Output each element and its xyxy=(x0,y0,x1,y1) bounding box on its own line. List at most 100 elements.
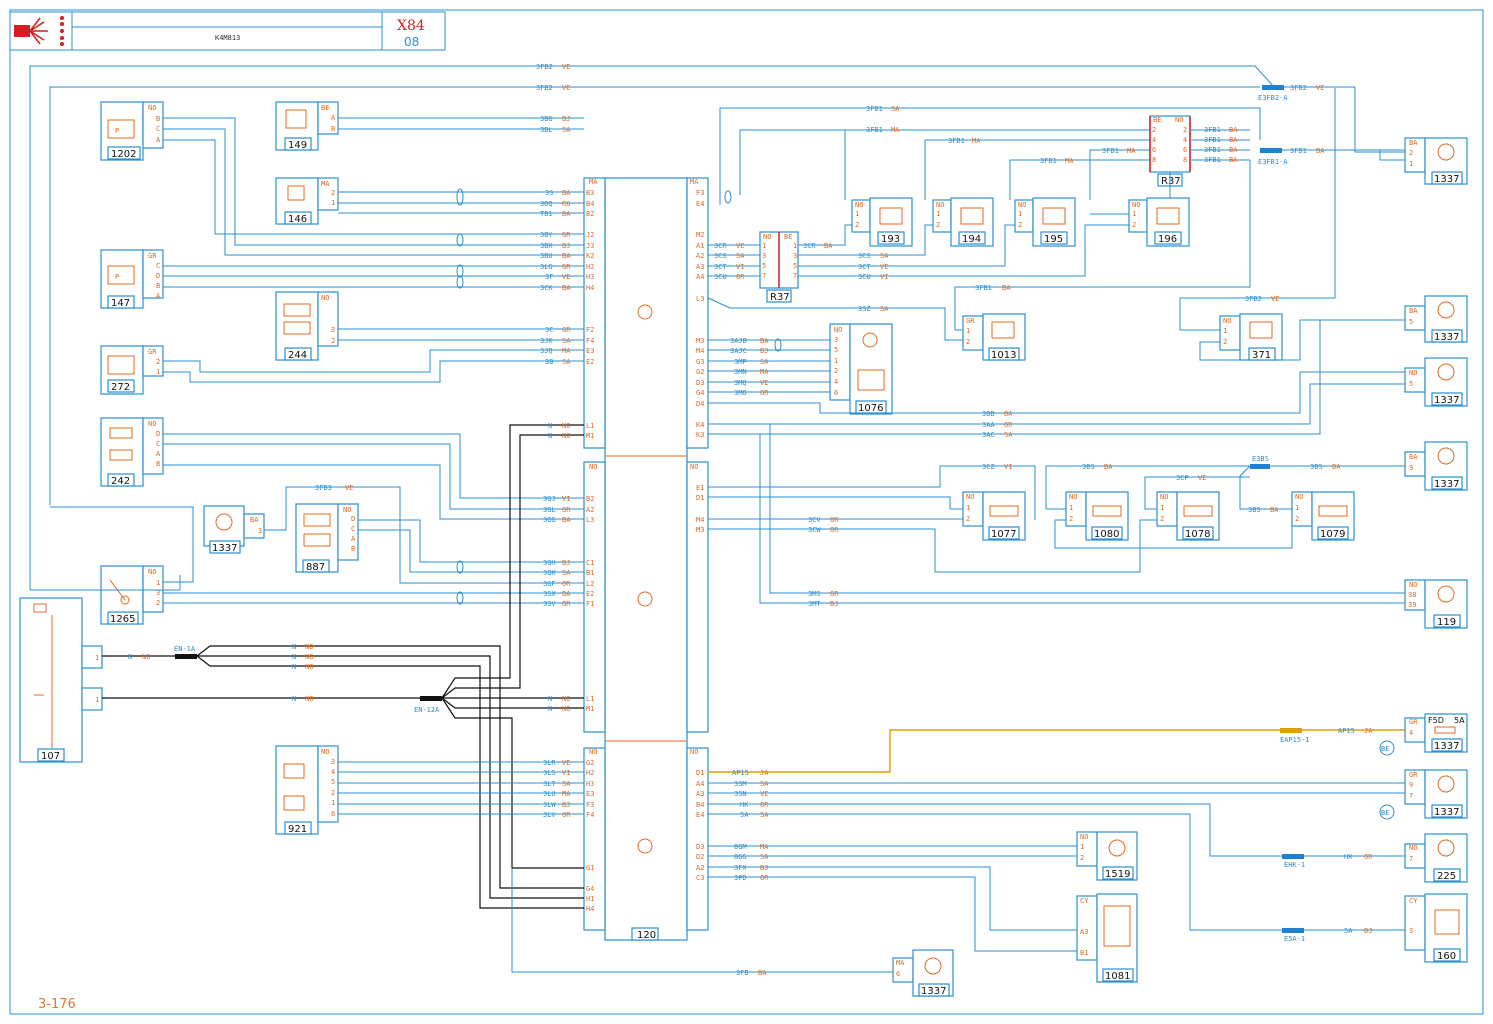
svg-text:BJ: BJ xyxy=(760,347,768,355)
svg-text:1: 1 xyxy=(966,504,970,512)
svg-text:N: N xyxy=(292,695,296,703)
svg-text:D: D xyxy=(351,515,355,523)
svg-text:D2: D2 xyxy=(696,853,704,861)
svg-text:NO: NO xyxy=(1295,493,1303,501)
svg-text:3BS: 3BS xyxy=(1082,463,1095,471)
svg-text:E1: E1 xyxy=(696,484,704,492)
svg-text:2: 2 xyxy=(331,337,335,345)
page-frame xyxy=(9,9,1484,1015)
svg-text:BA: BA xyxy=(250,516,259,524)
svg-text:1: 1 xyxy=(156,368,160,376)
svg-text:F5D: F5D xyxy=(1428,716,1444,725)
svg-text:B4: B4 xyxy=(586,200,594,208)
svg-text:B4: B4 xyxy=(696,801,704,809)
svg-text:BA: BA xyxy=(1332,463,1341,471)
svg-text:3FB1: 3FB1 xyxy=(975,284,992,292)
svg-text:OR: OR xyxy=(830,516,839,524)
svg-text:G2: G2 xyxy=(586,759,594,767)
svg-text:1080: 1080 xyxy=(1094,529,1119,540)
svg-text:SA: SA xyxy=(736,252,745,260)
svg-text:VE: VE xyxy=(880,263,888,271)
svg-text:1076: 1076 xyxy=(858,403,883,414)
svg-text:BA: BA xyxy=(1002,284,1011,292)
svg-text:N: N xyxy=(548,432,552,440)
svg-text:H3: H3 xyxy=(586,780,594,788)
svg-text:VE: VE xyxy=(760,379,768,387)
svg-text:C: C xyxy=(156,262,160,270)
svg-text:GR: GR xyxy=(966,317,975,325)
svg-text:BA: BA xyxy=(1316,147,1325,155)
svg-text:6: 6 xyxy=(896,970,900,978)
svg-text:2: 2 xyxy=(1183,126,1187,134)
svg-text:3SM: 3SM xyxy=(734,780,747,788)
svg-text:2: 2 xyxy=(1132,221,1136,229)
svg-text:A2: A2 xyxy=(586,506,594,514)
svg-text:2: 2 xyxy=(1152,126,1156,134)
svg-text:BE: BE xyxy=(1381,745,1389,753)
svg-text:3FB: 3FB xyxy=(736,969,749,977)
svg-text:TB1: TB1 xyxy=(540,210,553,218)
svg-text:MA: MA xyxy=(760,843,769,851)
svg-text:BA: BA xyxy=(1409,307,1418,315)
svg-text:E4: E4 xyxy=(696,811,704,819)
svg-text:1: 1 xyxy=(95,696,99,704)
svg-text:1: 1 xyxy=(855,210,859,218)
svg-text:1202: 1202 xyxy=(111,149,136,160)
svg-text:6: 6 xyxy=(1183,146,1187,154)
svg-text:3JK: 3JK xyxy=(540,337,553,345)
svg-text:OR: OR xyxy=(562,580,571,588)
svg-text:MA: MA xyxy=(891,126,900,134)
svg-text:N: N xyxy=(292,653,296,661)
svg-text:BA: BA xyxy=(1270,506,1279,514)
svg-text:3CU: 3CU xyxy=(714,273,727,281)
svg-text:BJ: BJ xyxy=(562,242,570,250)
svg-text:G4: G4 xyxy=(696,389,704,397)
svg-text:NO: NO xyxy=(690,463,698,471)
svg-text:3FB2: 3FB2 xyxy=(536,84,553,92)
svg-text:5A: 5A xyxy=(1454,716,1465,725)
svg-text:3FB1: 3FB1 xyxy=(948,137,965,145)
svg-text:3: 3 xyxy=(258,527,262,535)
svg-text:R37: R37 xyxy=(1161,176,1181,187)
svg-text:3LG: 3LG xyxy=(540,263,553,271)
svg-text:HK: HK xyxy=(1344,853,1353,861)
svg-text:1078: 1078 xyxy=(1185,529,1210,540)
svg-text:MA: MA xyxy=(562,790,571,798)
svg-text:2: 2 xyxy=(834,367,838,375)
svg-text:195: 195 xyxy=(1044,234,1063,245)
svg-text:3: 3 xyxy=(762,252,766,260)
svg-text:NO: NO xyxy=(562,705,570,713)
svg-text:2: 2 xyxy=(1223,338,1227,346)
svg-text:NG: NG xyxy=(305,653,313,661)
svg-text:1: 1 xyxy=(1132,210,1136,218)
svg-text:C: C xyxy=(156,440,160,448)
svg-text:AP15: AP15 xyxy=(1338,727,1355,735)
svg-text:3BG: 3BG xyxy=(540,115,553,123)
svg-text:JA: JA xyxy=(1364,727,1373,735)
svg-text:3JQ: 3JQ xyxy=(540,347,553,355)
svg-text:160: 160 xyxy=(1437,951,1456,962)
svg-text:GR: GR xyxy=(1409,771,1418,779)
svg-text:1: 1 xyxy=(331,799,335,807)
svg-text:3: 3 xyxy=(1409,927,1413,935)
svg-text:3LS: 3LS xyxy=(543,769,556,777)
svg-text:F3: F3 xyxy=(586,801,594,809)
svg-text:3FB2: 3FB2 xyxy=(1245,295,1262,303)
svg-text:VI: VI xyxy=(736,263,744,271)
svg-text:3SX: 3SX xyxy=(543,590,556,598)
svg-text:1: 1 xyxy=(966,327,970,335)
svg-text:2: 2 xyxy=(1080,854,1084,862)
svg-text:K4: K4 xyxy=(696,421,704,429)
svg-text:MA: MA xyxy=(321,180,330,188)
svg-text:SA: SA xyxy=(891,105,900,113)
svg-text:272: 272 xyxy=(111,382,130,393)
svg-text:VE: VE xyxy=(562,63,570,71)
svg-text:E2: E2 xyxy=(586,590,594,598)
svg-text:E3: E3 xyxy=(586,347,594,355)
svg-text:3AC: 3AC xyxy=(982,431,995,439)
svg-text:D3: D3 xyxy=(696,379,704,387)
